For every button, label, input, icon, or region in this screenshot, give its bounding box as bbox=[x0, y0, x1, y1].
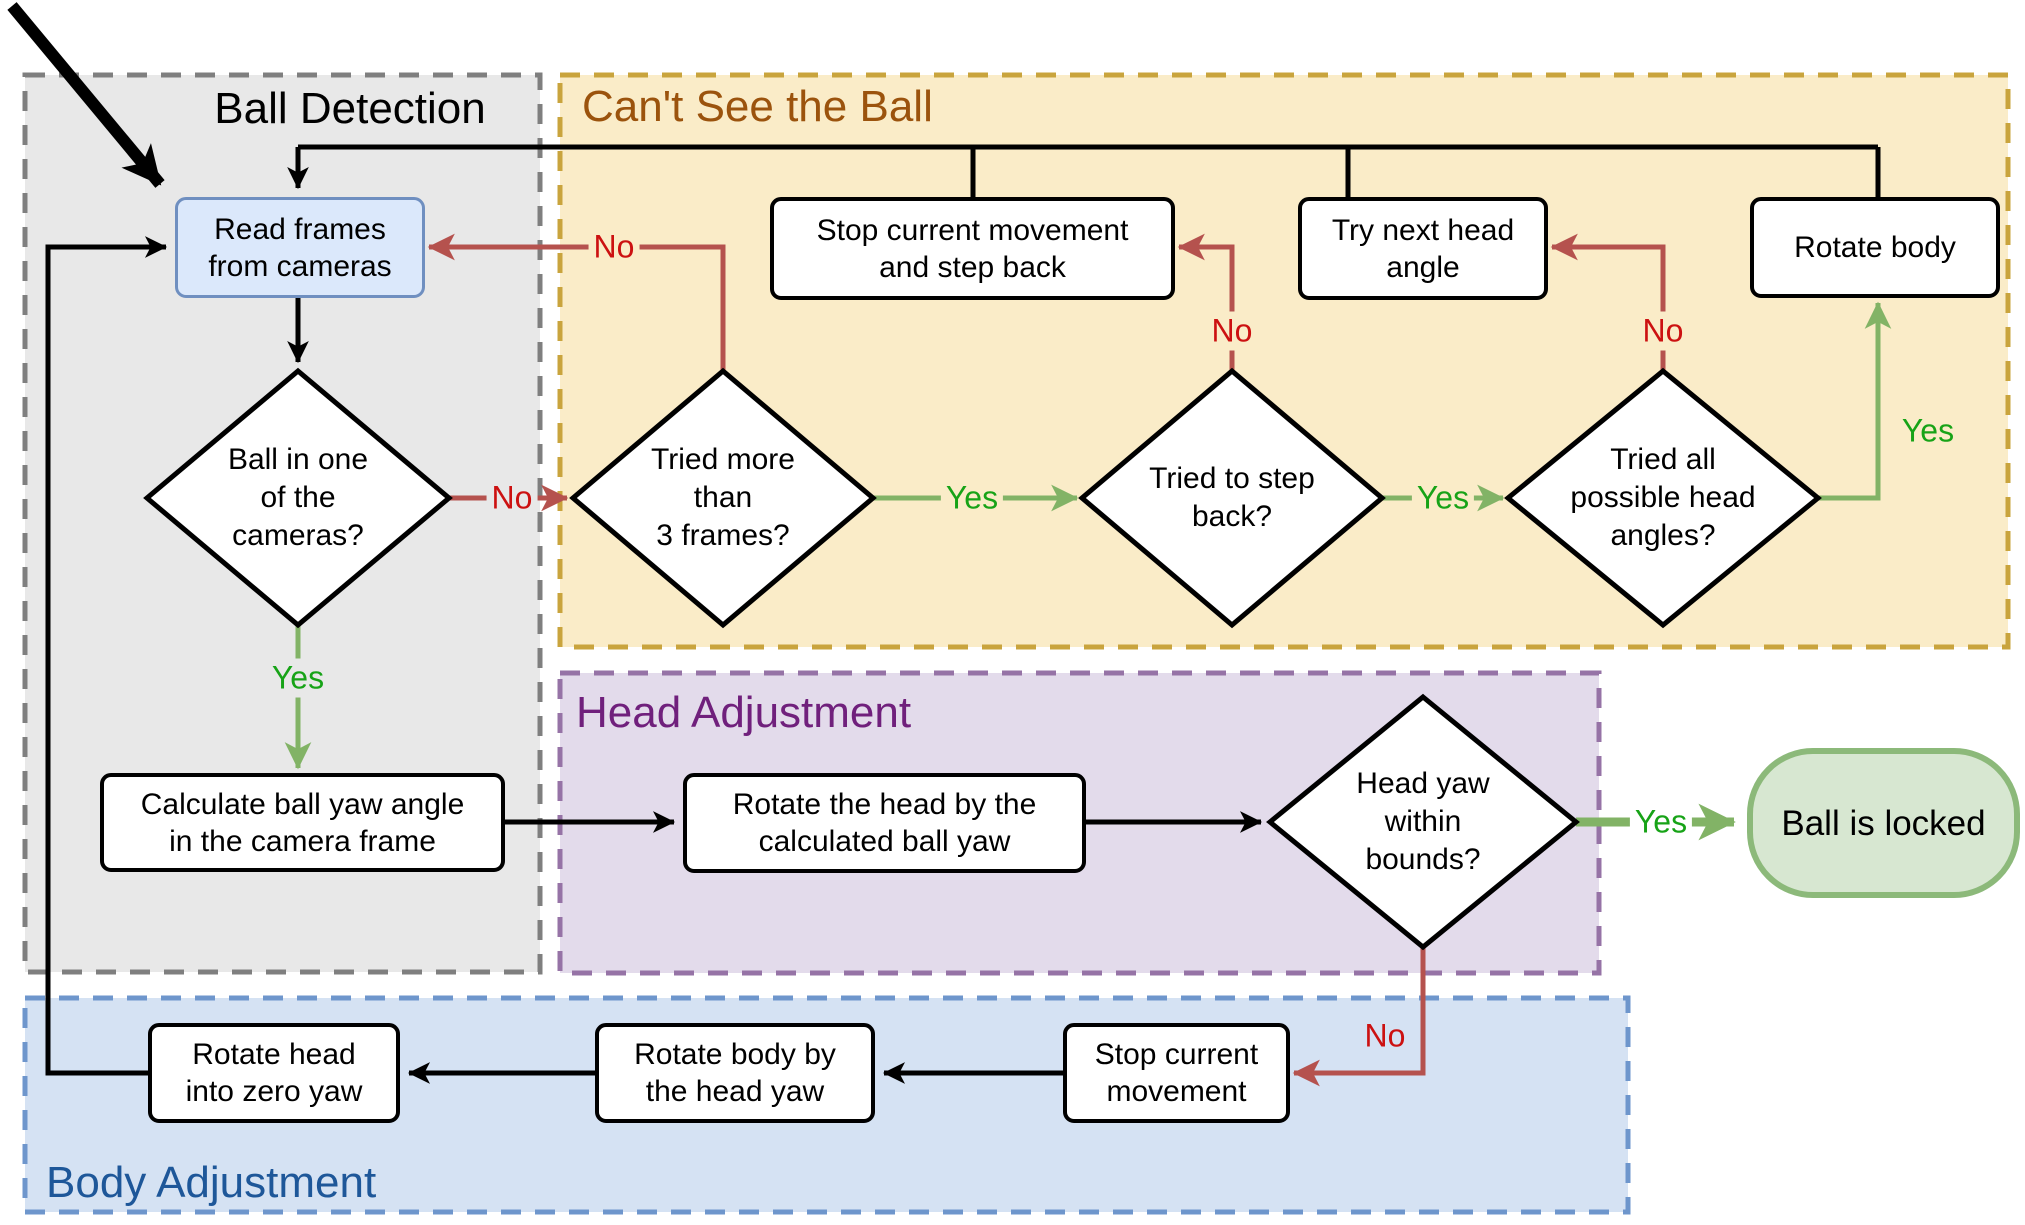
node-rotate-head-by-yaw: Rotate the head by the calculated ball y… bbox=[683, 773, 1086, 873]
edge-label-yes-head-yaw-bounds: Yes bbox=[1629, 802, 1693, 842]
start-arrow bbox=[7, 2, 165, 188]
region-title-ball-detection: Ball Detection bbox=[214, 84, 486, 133]
diamond-tried-all-angles bbox=[1504, 367, 1822, 629]
edge-no-head-yaw-to-stop-current bbox=[1292, 947, 1426, 1087]
diamond-head-yaw-bounds bbox=[1266, 693, 1580, 951]
edge-yes-all-angles-to-rotate-body bbox=[1818, 301, 1892, 501]
node-calc-ball-yaw: Calculate ball yaw angle in the camera f… bbox=[100, 773, 505, 872]
edge-label-no-tried-step-back: No bbox=[1206, 311, 1258, 351]
black-edges bbox=[45, 144, 1881, 1084]
node-stop-and-step-back: Stop current movement and step back bbox=[770, 197, 1175, 300]
edge-rotate-head-zero-to-read-frames bbox=[45, 236, 168, 1076]
region-title-cant-see-ball: Can't See the Ball bbox=[582, 82, 933, 131]
region-title-head-adjustment: Head Adjustment bbox=[576, 688, 912, 737]
node-rotate-body: Rotate body bbox=[1750, 197, 2000, 298]
diamond-tried-step-back bbox=[1078, 367, 1386, 629]
edge-label-no-ball-in-cameras: No bbox=[486, 478, 538, 518]
node-rotate-head-zero: Rotate head into zero yaw bbox=[148, 1023, 400, 1123]
region-title-body-adjustment: Body Adjustment bbox=[46, 1158, 377, 1207]
edge-label-yes-tried-all-angles: Yes bbox=[1896, 411, 1960, 451]
edge-label-no-head-yaw-bounds: No bbox=[1364, 1017, 1406, 1054]
diamond-ball-in-cameras bbox=[143, 367, 453, 629]
edge-label-no-tried-3-frames: No bbox=[588, 227, 640, 267]
diamond-tried-3-frames bbox=[569, 367, 877, 629]
edge-label-yes-ball-in-cameras: Yes bbox=[266, 658, 330, 698]
node-try-next-head-angle: Try next head angle bbox=[1298, 197, 1548, 300]
decision-diamonds bbox=[143, 367, 1822, 951]
node-stop-current: Stop current movement bbox=[1063, 1023, 1290, 1123]
edge-label-no-tried-all-angles: No bbox=[1637, 311, 1689, 351]
node-rotate-body-by-head-yaw: Rotate body by the head yaw bbox=[595, 1023, 875, 1123]
edge-no-tried-3-to-read-frames bbox=[427, 233, 726, 371]
node-ball-is-locked: Ball is locked bbox=[1747, 748, 2020, 898]
node-read-frames: Read frames from cameras bbox=[175, 197, 425, 298]
edge-label-yes-tried-step-back: Yes bbox=[1411, 478, 1475, 518]
edge-label-yes-tried-3-frames: Yes bbox=[940, 478, 1004, 518]
